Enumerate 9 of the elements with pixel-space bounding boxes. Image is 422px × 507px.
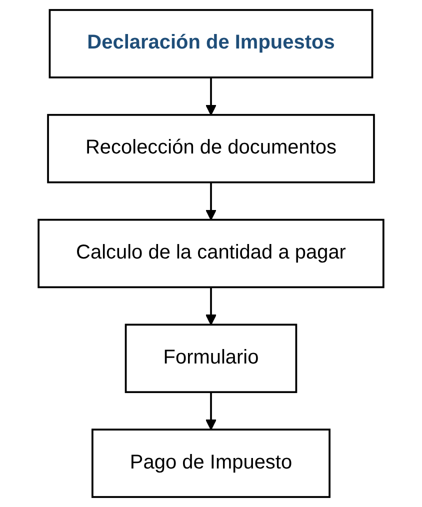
arrow — [206, 182, 216, 220]
node-box — [92, 428, 330, 498]
arrow — [206, 287, 216, 326]
arrow — [206, 77, 216, 116]
arrow — [206, 392, 216, 430]
node-box — [48, 9, 374, 78]
node-box — [124, 324, 298, 394]
node-box — [47, 114, 375, 184]
node-box — [38, 218, 384, 288]
